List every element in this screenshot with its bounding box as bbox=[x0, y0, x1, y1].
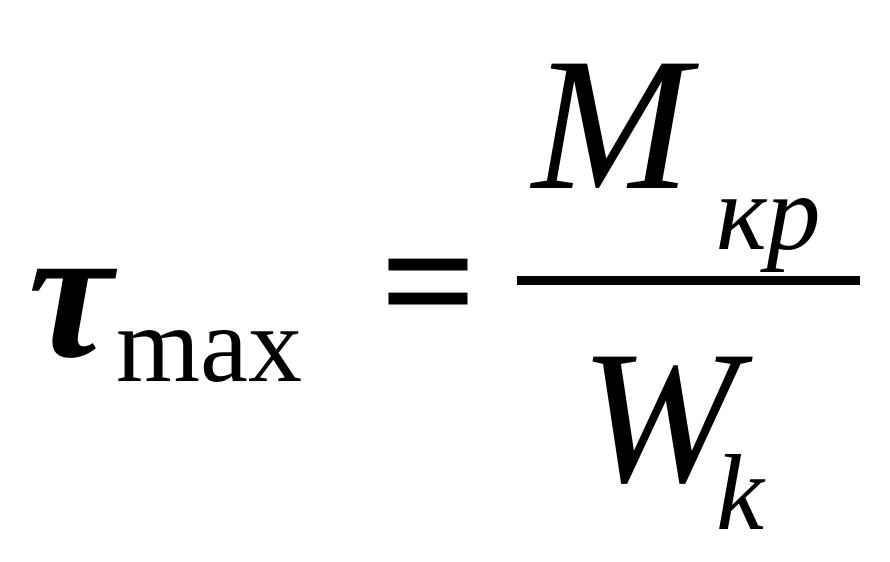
denominator-symbol: W bbox=[580, 313, 739, 523]
max-subscript: max bbox=[116, 286, 302, 405]
numerator-symbol: M bbox=[532, 20, 691, 230]
tau-symbol: τ bbox=[28, 188, 113, 398]
fraction-bar bbox=[517, 276, 860, 285]
numerator-subscript: кр bbox=[716, 154, 821, 273]
equals-sign: = bbox=[380, 187, 477, 375]
denominator-subscript: k bbox=[716, 434, 764, 553]
